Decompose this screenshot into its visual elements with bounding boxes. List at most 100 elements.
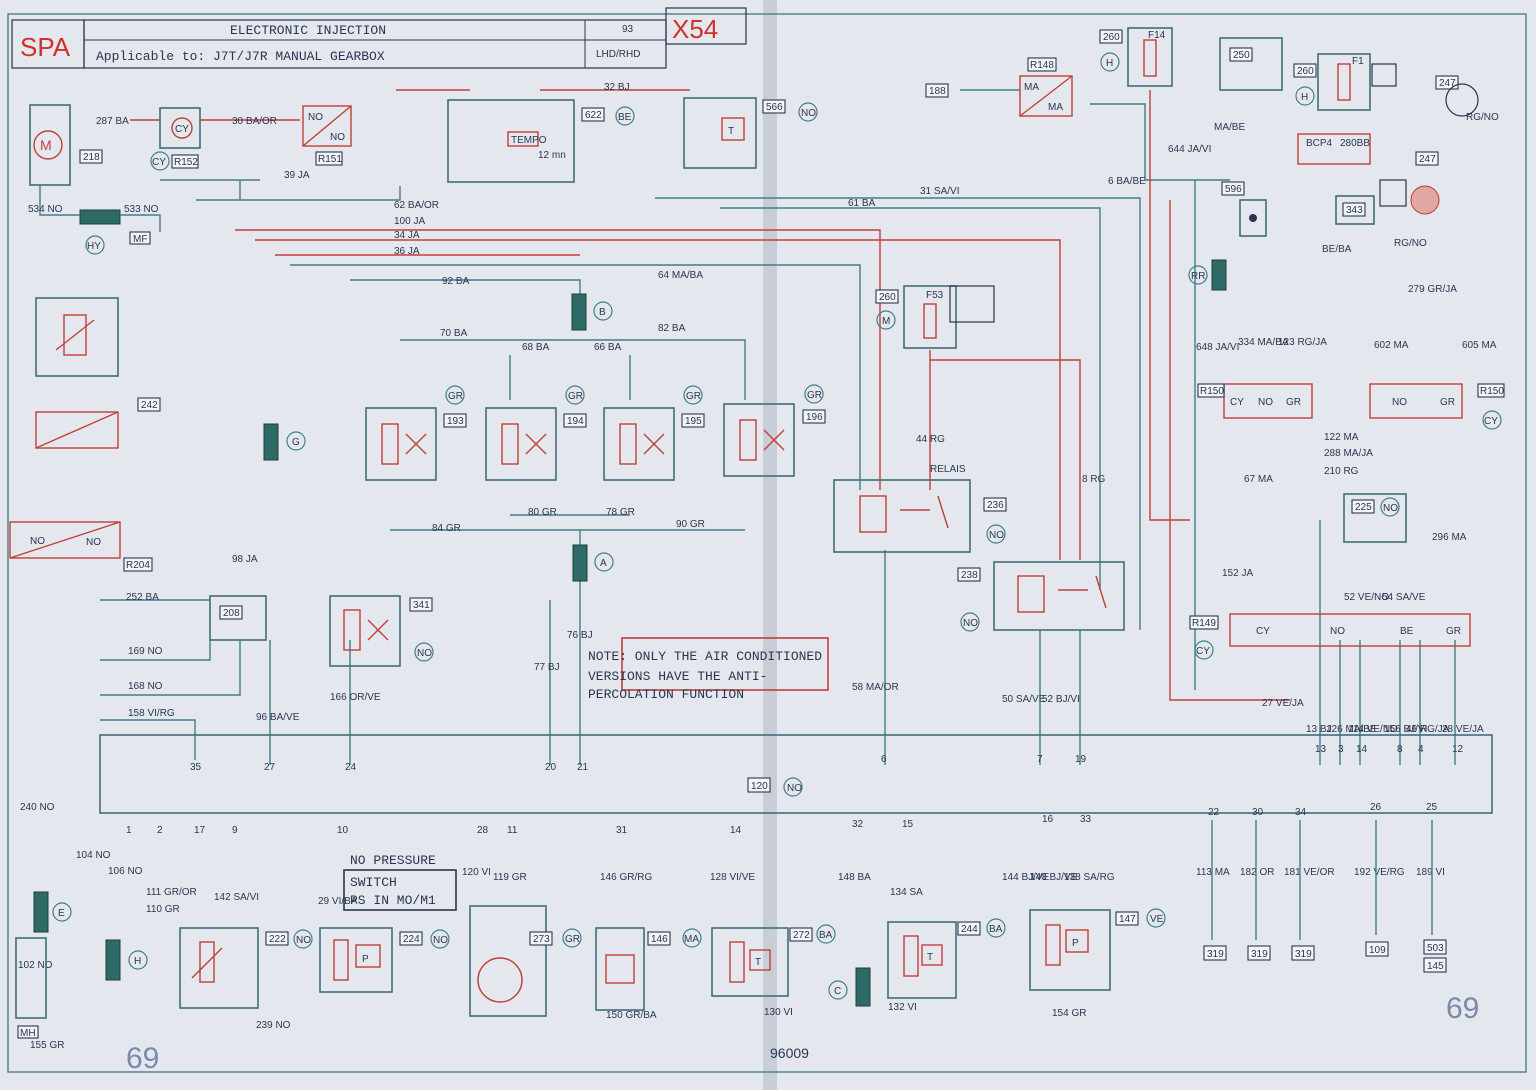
svg-text:98 JA: 98 JA [232, 554, 258, 565]
svg-text:130 VI: 130 VI [764, 1007, 793, 1018]
svg-text:111 GR/OR: 111 GR/OR [146, 887, 197, 898]
svg-text:NO: NO [1258, 397, 1273, 408]
svg-text:66 BA: 66 BA [594, 342, 622, 353]
component-r152: CY CY R152 [150, 107, 201, 171]
svg-text:NO: NO [296, 935, 311, 946]
pin-30: 30 [1252, 807, 1264, 818]
fuse-f1: F1 260 H [1293, 53, 1397, 111]
svg-text:110 GR: 110 GR [146, 904, 180, 915]
ecu-120-color: NO [787, 783, 802, 794]
svg-text:155 GR: 155 GR [30, 1040, 64, 1051]
svg-text:F14: F14 [1148, 30, 1166, 41]
wire-287: 287 BA [96, 116, 129, 127]
svg-text:GR: GR [1286, 397, 1301, 408]
pin-7: 7 [1037, 754, 1043, 765]
connector-a: A [572, 544, 614, 582]
svg-text:252 BA: 252 BA [126, 592, 159, 603]
component-247-gauge: 247 247 [1415, 75, 1479, 166]
svg-text:119 GR: 119 GR [493, 872, 527, 883]
svg-text:61 BA: 61 BA [848, 198, 876, 209]
svg-text:126 MA/BE: 126 MA/BE [1326, 724, 1377, 735]
svg-text:319: 319 [1207, 949, 1224, 960]
svg-text:A: A [600, 558, 607, 569]
component-225: 225 NO [1343, 493, 1407, 543]
svg-text:123 RG/JA: 123 RG/JA [1278, 337, 1327, 348]
sensor-222: 222 NO [179, 927, 313, 1009]
svg-text:67 MA: 67 MA [1244, 474, 1273, 485]
svg-text:158 VI/RG: 158 VI/RG [128, 708, 175, 719]
svg-text:29 VI/BA: 29 VI/BA [318, 896, 358, 907]
svg-text:64 MA/BA: 64 MA/BA [658, 270, 703, 281]
svg-text:46 RG/JA: 46 RG/JA [1406, 724, 1450, 735]
svg-text:GR: GR [1440, 397, 1455, 408]
svg-text:RG/NO: RG/NO [1394, 238, 1427, 249]
component-218-motor: M 218 [29, 104, 103, 186]
pin-27: 27 [264, 762, 276, 773]
svg-text:114 VE/NO: 114 VE/NO [1348, 724, 1398, 735]
svg-text:296 MA: 296 MA [1432, 532, 1467, 543]
pin-32: 32 [852, 819, 864, 830]
svg-text:NO: NO [308, 112, 323, 123]
svg-text:NO PRESSURE: NO PRESSURE [350, 853, 436, 868]
svg-text:96 BA/VE: 96 BA/VE [256, 712, 300, 723]
svg-text:602 MA: 602 MA [1374, 340, 1409, 351]
ecu-120-box [99, 734, 1493, 814]
wire-32: 32 BJ [604, 82, 630, 93]
header: SPA ELECTRONIC INJECTION Applicable to: … [11, 7, 747, 69]
svg-text:GR: GR [1446, 626, 1461, 637]
svg-text:CY: CY [175, 124, 189, 135]
svg-text:T: T [755, 957, 761, 968]
harness-lines [100, 89, 1456, 765]
pin-34: 34 [1295, 807, 1307, 818]
svg-text:CY: CY [152, 157, 166, 168]
relay-238: 238 NO [957, 561, 1125, 632]
svg-text:106 NO: 106 NO [108, 866, 143, 877]
svg-text:280BB: 280BB [1340, 138, 1370, 149]
pin-16: 16 [1042, 814, 1054, 825]
svg-text:BE: BE [618, 112, 632, 123]
svg-text:P: P [362, 954, 369, 965]
svg-text:605 MA: 605 MA [1462, 340, 1497, 351]
svg-text:260: 260 [879, 292, 896, 303]
svg-text:566: 566 [766, 102, 783, 113]
svg-text:319: 319 [1251, 949, 1268, 960]
component-r149: CY NO BE GR R149 CY [1189, 613, 1471, 660]
svg-text:NO: NO [989, 530, 1004, 541]
svg-text:341: 341 [413, 600, 430, 611]
injector-194: 194 GR [485, 385, 587, 481]
svg-text:F1: F1 [1352, 56, 1364, 67]
logo-text: SPA [20, 32, 71, 62]
svg-text:156 BJ/VI: 156 BJ/VI [1384, 724, 1427, 735]
connector-h: H [105, 939, 148, 981]
header-page-number: 93 [622, 24, 634, 35]
svg-text:92 BA: 92 BA [442, 276, 470, 287]
svg-text:T: T [728, 126, 734, 137]
bcp-block: BCP4 280BB [1297, 133, 1371, 165]
wire-30: 30 BA/OR [232, 116, 277, 127]
svg-text:84 GR: 84 GR [432, 523, 461, 534]
fuse-f53: F53 260 M [875, 285, 995, 349]
outer-border [7, 13, 1527, 1073]
svg-text:M: M [40, 137, 52, 153]
svg-text:82 BA: 82 BA [658, 323, 686, 334]
pin-21: 21 [577, 762, 589, 773]
heater-icon [1379, 179, 1407, 207]
warning-light-icon [1410, 185, 1440, 215]
svg-text:260: 260 [1297, 66, 1314, 77]
svg-text:58 MA/OR: 58 MA/OR [852, 682, 899, 693]
note-line-2: VERSIONS HAVE THE ANTI- [588, 669, 767, 684]
output-targets: 319 319 319 109 503 145 [1203, 820, 1447, 973]
pin-14b: 14 [730, 825, 742, 836]
svg-text:BA: BA [989, 924, 1003, 935]
svg-text:27 VE/JA: 27 VE/JA [1262, 698, 1304, 709]
svg-text:GR: GR [568, 391, 583, 402]
svg-text:120 VI: 120 VI [462, 867, 491, 878]
svg-text:MH: MH [20, 1028, 36, 1039]
svg-text:62 BA/OR: 62 BA/OR [394, 200, 439, 211]
svg-text:260: 260 [1103, 32, 1120, 43]
svg-text:76 BJ: 76 BJ [567, 630, 593, 641]
note-line-3: PERCOLATION FUNCTION [588, 687, 744, 702]
sensor-147-pressure: P 147 VE [1029, 908, 1166, 991]
svg-text:BA: BA [819, 930, 833, 941]
svg-text:224: 224 [403, 934, 420, 945]
